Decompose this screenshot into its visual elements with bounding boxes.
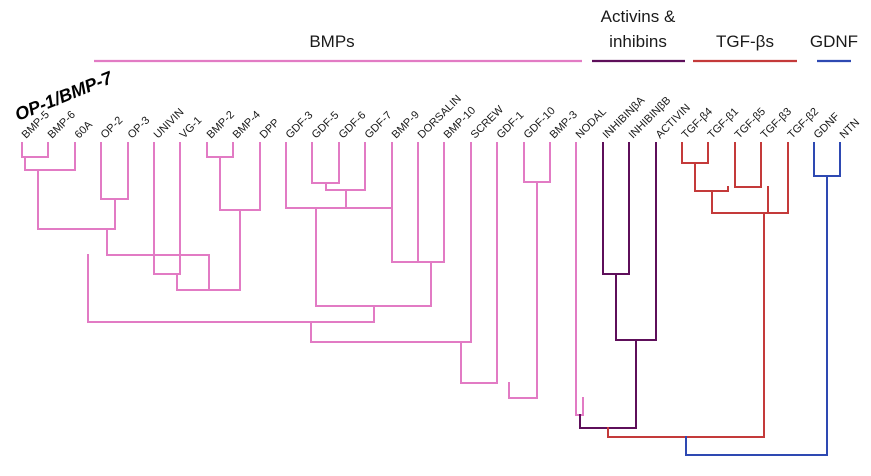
tree-branch (417, 142, 445, 263)
tree-branch (391, 142, 419, 263)
tgfbs-group-label: TGF-βs (716, 32, 774, 51)
tree-branch (21, 142, 49, 158)
tree-branch (575, 142, 584, 416)
tree-branch (106, 228, 210, 291)
tree-branch (315, 207, 432, 307)
leaf-label: OP-3 (126, 114, 153, 141)
leaf-label: 60A (73, 118, 96, 141)
activins-group-label-line1: Activins & (601, 7, 676, 26)
tree-branch (739, 142, 789, 214)
tree-branch (523, 142, 551, 183)
leaf-label: BMP-2 (205, 109, 237, 141)
tree-branch (615, 142, 657, 341)
leaf-label: NTN (838, 117, 863, 142)
tree-branch (579, 339, 637, 429)
leaf-label: DPP (258, 117, 282, 141)
leaf-label: BMP-9 (390, 109, 422, 141)
tree-branch (508, 181, 538, 399)
tree-branch (310, 142, 472, 343)
tree-branch (681, 142, 709, 164)
branches (21, 142, 841, 456)
tree-branch (345, 142, 393, 209)
tree-branch (813, 142, 841, 177)
tree-branch (602, 142, 630, 275)
tree-branch (24, 142, 76, 171)
tree-branch (460, 142, 498, 384)
tree-branch (694, 162, 729, 192)
leaf-label: OP-2 (99, 114, 126, 141)
tree-branch (206, 142, 234, 158)
tree-branch (734, 142, 762, 188)
leaf-label: GDF-7 (363, 109, 395, 141)
leaf-label: GDF-6 (337, 109, 369, 141)
bmps-group-label: BMPs (309, 32, 354, 51)
tree-branch (607, 212, 765, 438)
leaf-label: GDF-5 (310, 109, 342, 141)
tree-branch (219, 142, 261, 211)
tree-branch (87, 254, 375, 323)
activins-group-label-line2: inhibins (609, 32, 667, 51)
tree-branch (311, 142, 340, 184)
leaf-label: BMP-4 (231, 109, 263, 141)
tree-branch (37, 169, 116, 230)
tree-branch (685, 175, 828, 456)
leaf-label: BMP-6 (46, 109, 78, 141)
tree-branch (285, 142, 347, 209)
gdnf-group-label: GDNF (810, 32, 858, 51)
tree-branch (153, 142, 181, 275)
leaf-label: GDF-3 (284, 109, 316, 141)
tree-branch (100, 142, 129, 200)
